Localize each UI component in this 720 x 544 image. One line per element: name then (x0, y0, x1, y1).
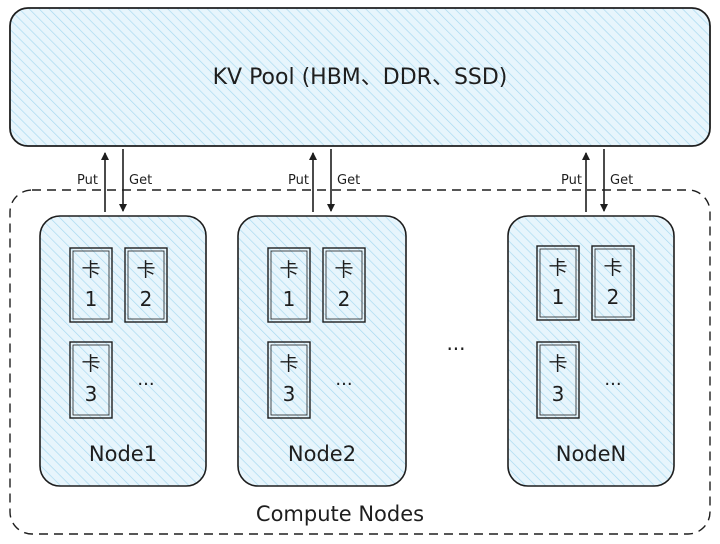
card-char: 卡 (334, 259, 353, 281)
card-number: 3 (552, 382, 565, 406)
more-cards-ellipsis: ... (604, 369, 621, 390)
compute-nodes-cluster: Compute Nodes (9, 189, 711, 535)
gpu-card: 卡 2 (322, 247, 366, 323)
card-char: 卡 (81, 259, 100, 281)
card-number: 2 (338, 287, 351, 311)
more-nodes-ellipsis: ... (446, 331, 465, 355)
arrows-node1: Put Get (77, 149, 152, 212)
node-label: Node2 (288, 442, 356, 466)
gpu-card: 卡 1 (536, 245, 580, 321)
more-cards-ellipsis: ... (137, 369, 154, 390)
card-number: 3 (85, 382, 98, 406)
kv-pool-label: KV Pool (HBM、DDR、SSD) (213, 65, 508, 90)
card-char: 卡 (548, 353, 567, 375)
card-char: 卡 (548, 257, 567, 279)
gpu-card: 卡 3 (267, 341, 311, 419)
gpu-card: 卡 2 (124, 247, 168, 323)
arrows-node2: Put Get (288, 149, 360, 212)
card-char: 卡 (136, 259, 155, 281)
card-number: 3 (283, 382, 296, 406)
card-char: 卡 (81, 353, 100, 375)
gpu-card: 卡 3 (536, 341, 580, 419)
node-label: Node1 (89, 442, 157, 466)
node-label: NodeN (556, 442, 627, 466)
node-box: 卡 1 卡 2 卡 3 ... Node1 (39, 215, 207, 487)
node-box: 卡 1 卡 2 卡 3 ... Node2 (237, 215, 407, 487)
gpu-card: 卡 2 (591, 245, 635, 321)
card-char: 卡 (603, 257, 622, 279)
card-number: 2 (140, 287, 153, 311)
card-number: 2 (607, 285, 620, 309)
node-box: 卡 1 卡 2 卡 3 ... NodeN (507, 215, 675, 487)
card-number: 1 (283, 287, 296, 311)
kv-pool-box: KV Pool (HBM、DDR、SSD) (9, 7, 711, 147)
get-label: Get (337, 173, 360, 188)
gpu-card: 卡 1 (267, 247, 311, 323)
put-label: Put (561, 173, 582, 188)
put-label: Put (77, 173, 98, 188)
card-number: 1 (552, 285, 565, 309)
arrows-noden: Put Get (561, 149, 633, 212)
gpu-card: 卡 1 (69, 247, 113, 323)
put-label: Put (288, 173, 309, 188)
gpu-card: 卡 3 (69, 341, 113, 419)
card-char: 卡 (279, 259, 298, 281)
compute-nodes-label: Compute Nodes (256, 502, 424, 526)
get-label: Get (129, 173, 152, 188)
card-number: 1 (85, 287, 98, 311)
more-cards-ellipsis: ... (335, 369, 352, 390)
card-char: 卡 (279, 353, 298, 375)
get-label: Get (610, 173, 633, 188)
